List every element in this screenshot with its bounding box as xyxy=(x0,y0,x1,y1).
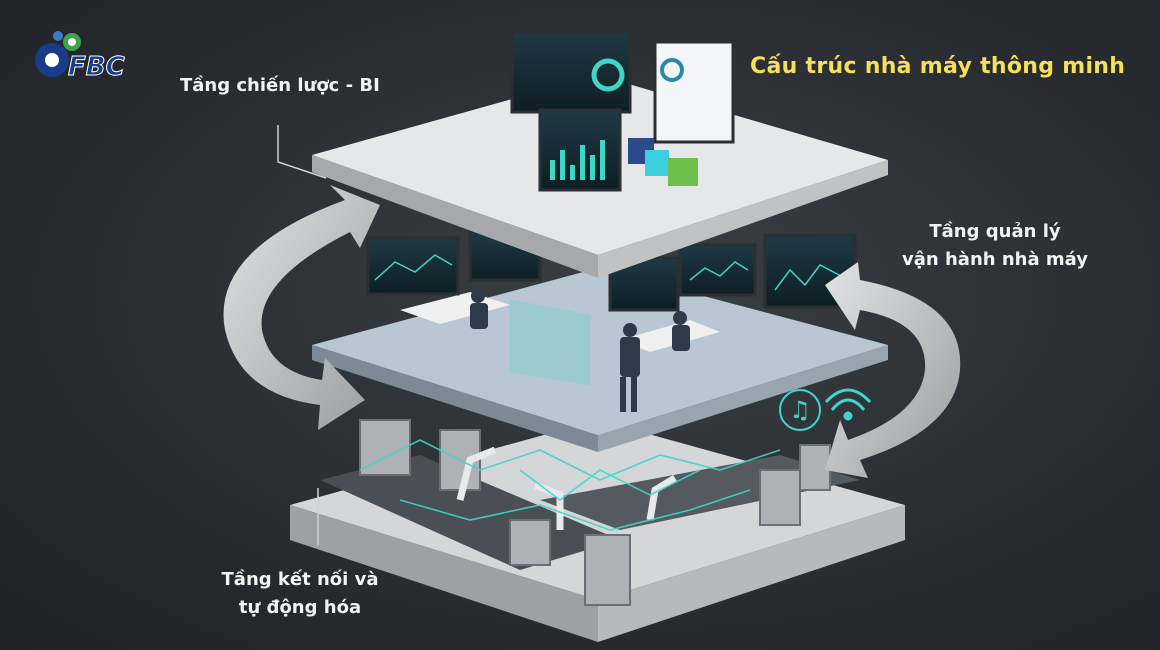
automation-label-line1: Tầng kết nối và xyxy=(221,569,379,590)
automation-label-line2: tự động hóa xyxy=(238,597,362,618)
music-note-icon: ♫ xyxy=(779,389,821,431)
gear-icon xyxy=(35,31,81,77)
diagram-title: Cấu trúc nhà máy thông minh xyxy=(750,54,1126,79)
bar-chart-graphic xyxy=(550,140,605,180)
cycle-arrow-left xyxy=(223,185,380,430)
strategy-layer xyxy=(312,30,888,278)
operations-label-line1: Tầng quản lý xyxy=(929,221,1061,242)
cube-blocks xyxy=(628,138,698,186)
hologram-map xyxy=(509,299,591,386)
monitor-charts xyxy=(374,254,846,291)
operations-label-line2: vận hành nhà máy xyxy=(902,249,1088,270)
automation-layer: ♫ xyxy=(290,388,905,642)
logo-text: FBC xyxy=(68,52,126,83)
strategy-pointer-line xyxy=(277,125,327,179)
cycle-arrow-right xyxy=(825,262,961,478)
wifi-icon xyxy=(824,388,872,421)
operations-layer-label: Tầng quản lý vận hành nhà máy xyxy=(890,218,1100,274)
operators xyxy=(470,289,690,412)
svg-text:♫: ♫ xyxy=(789,396,811,424)
automation-layer-label: Tầng kết nối và tự động hóa xyxy=(200,566,400,622)
strategy-layer-label: Tầng chiến lược - BI xyxy=(180,75,380,96)
robot-arms xyxy=(359,419,831,606)
network-lines xyxy=(359,439,781,531)
